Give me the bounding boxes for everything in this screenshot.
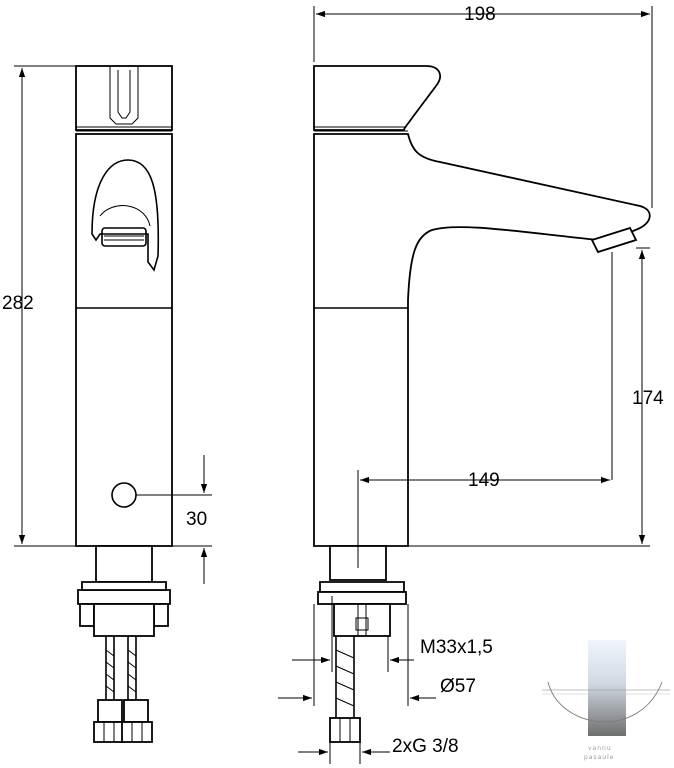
side-lever bbox=[313, 65, 441, 131]
side-body bbox=[313, 133, 651, 547]
watermark-line2: pasaule bbox=[584, 754, 614, 761]
dim-connection: 2xG 3/8 bbox=[392, 736, 459, 757]
dim-diameter: Ø57 bbox=[440, 676, 476, 697]
dim-height-total: 282 bbox=[2, 293, 34, 314]
watermark-line1: vannu bbox=[588, 745, 612, 752]
front-cap bbox=[75, 65, 173, 131]
dimension-149: 149 bbox=[357, 470, 610, 568]
dimension-198: 198 bbox=[313, 4, 653, 208]
front-shank bbox=[95, 545, 153, 583]
dim-thread: M33x1,5 bbox=[420, 637, 493, 658]
dimension-connection: 2xG 3/8 bbox=[298, 736, 459, 764]
dimension-diameter: Ø57 bbox=[278, 604, 476, 706]
watermark-logo: vannu pasaule bbox=[542, 640, 670, 761]
side-view bbox=[313, 65, 651, 743]
dimension-174: 174 bbox=[408, 247, 664, 547]
dim-spout-reach: 149 bbox=[468, 470, 500, 491]
dimension-thread: M33x1,5 bbox=[292, 596, 493, 672]
front-body bbox=[75, 133, 173, 547]
dimension-30: 30 bbox=[136, 455, 212, 584]
dim-inlet-height: 30 bbox=[186, 509, 207, 530]
front-view bbox=[75, 65, 173, 743]
dim-width-total: 198 bbox=[464, 4, 496, 25]
dim-spout-height: 174 bbox=[632, 388, 664, 409]
dimension-282: 282 bbox=[2, 65, 76, 547]
